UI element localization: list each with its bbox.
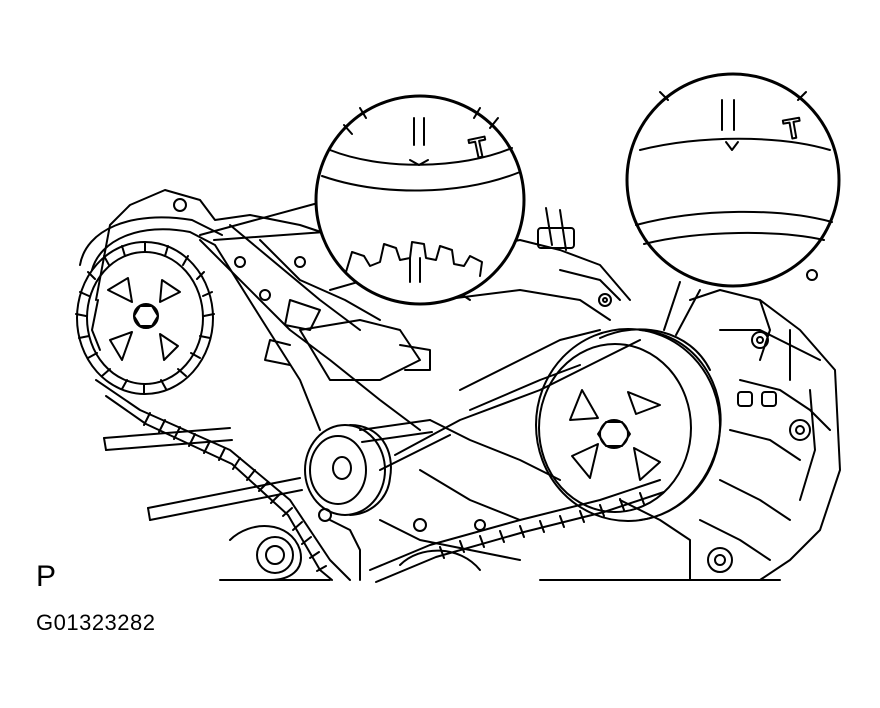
- timing-belt: [80, 217, 710, 582]
- right-timing-mark-detail: T: [627, 74, 839, 335]
- left-timing-mark-detail: T: [200, 96, 524, 304]
- left-camshaft-timing-pulley: [76, 242, 214, 394]
- engine-block-outline: [92, 190, 840, 580]
- stud-bolts: [104, 420, 432, 520]
- idler-pulley: [305, 425, 391, 515]
- right-camshaft-timing-pulley: [536, 329, 721, 521]
- figure-id: G01323282: [36, 610, 156, 635]
- view-label: P: [36, 560, 57, 593]
